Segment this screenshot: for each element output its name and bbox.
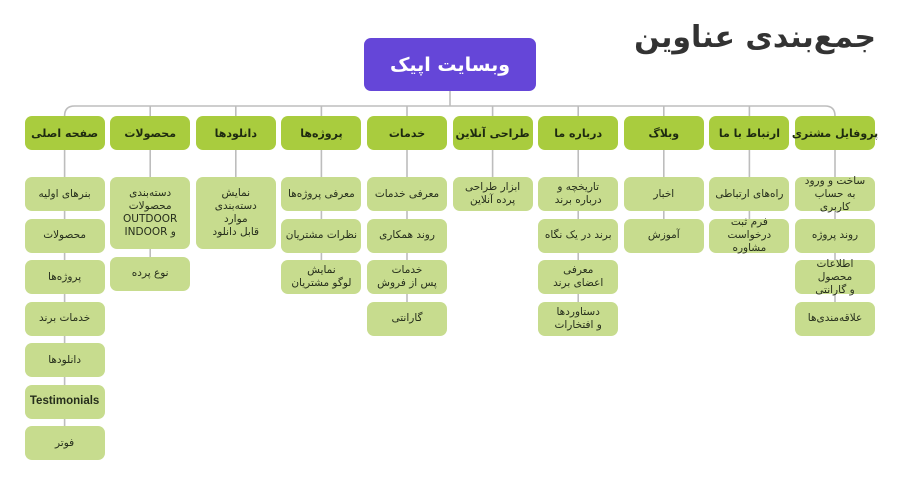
subpage-node: نظرات مشتریان	[281, 218, 362, 253]
category-node: محصولات	[110, 116, 191, 150]
subpage-label: نظرات مشتریان	[285, 229, 358, 241]
subpage-node: دانلودها	[24, 343, 105, 377]
subpage-label: دانلودها	[48, 353, 82, 366]
subpage-node: معرفی خدمات	[367, 177, 447, 211]
subpage-node: اخبار	[623, 177, 704, 211]
subpage-node: ساخت و ورود به حساب کاربری	[795, 174, 875, 213]
category-label: ارتباط با ما	[718, 126, 780, 140]
subpage-label: فوتر	[55, 436, 75, 449]
category-label: صفحه اصلی	[31, 126, 99, 140]
subpage-label: آموزش	[647, 229, 680, 241]
subpage-label: روند پروژه	[811, 229, 859, 241]
category-node: دانلودها	[195, 116, 276, 150]
category-label: طراحی آنلاین	[455, 126, 530, 140]
subpage-node: خدمات پس از فروش	[367, 260, 447, 294]
category-node: وبلاگ	[623, 116, 704, 150]
subpage-label: Testimonials	[29, 395, 100, 407]
category-node: صفحه اصلی	[24, 116, 105, 150]
subpage-node: فرم ثبت درخواست مشاوره	[709, 216, 790, 254]
subpage-node: راه‌های ارتباطی	[709, 177, 790, 211]
subpage-node: برند در یک نگاه	[538, 218, 619, 253]
subpage-node: معرفی پروژه‌ها	[281, 177, 362, 211]
subpage-node: پروژه‌ها	[24, 260, 105, 294]
category-label: وبلاگ	[648, 126, 680, 140]
subpage-label: بنرهای اولیه	[38, 187, 91, 200]
bus-connector	[63, 105, 836, 117]
subpage-label: پروژه‌ها	[48, 270, 82, 283]
subpage-node: خدمات برند	[24, 301, 105, 336]
subpage-node: علاقه‌مندی‌ها	[795, 301, 875, 336]
subpage-label: معرفی خدمات	[374, 187, 440, 200]
subpage-node: تاریخچه و درباره برند	[538, 177, 619, 211]
category-label: پروفایل مشتری	[791, 126, 879, 140]
subpage-label: خدمات پس از فروش	[377, 264, 437, 289]
subpage-label: محصولات	[43, 229, 86, 241]
subpage-label: دسته‌بندی محصولات OUTDOOR و INDOOR	[123, 187, 178, 238]
subpage-label: ساخت و ورود به حساب کاربری	[804, 174, 866, 213]
category-label: درباره ما	[554, 126, 603, 140]
subpage-label: نوع پرده	[131, 267, 169, 279]
subpage-label: معرفی پروژه‌ها	[288, 187, 355, 200]
subpage-label: معرفی اعضای برند	[553, 264, 604, 289]
subpage-label: گارانتی	[391, 312, 423, 324]
root-node: وبسایت اپیک	[364, 38, 536, 91]
category-node: ارتباط با ما	[709, 116, 790, 150]
subpage-node: Testimonials	[24, 384, 105, 419]
subpage-label: برند در یک نگاه	[544, 229, 612, 241]
subpage-node: دستاوردها و افتخارات	[538, 301, 619, 336]
category-node: پروژه‌ها	[281, 116, 362, 150]
subpage-node: گارانتی	[367, 301, 447, 336]
subpage-node: ابزار طراحی پرده آنلاین	[452, 177, 533, 211]
category-node: طراحی آنلاین	[452, 116, 533, 150]
subpage-node: معرفی اعضای برند	[538, 260, 619, 294]
subpage-node: اطلاعات محصول و گارانتی	[795, 257, 875, 296]
subpage-node: روند پروژه	[795, 218, 875, 253]
subpage-label: نمایش لوگو مشتریان	[291, 264, 352, 289]
subpage-label: تاریخچه و درباره برند	[554, 181, 602, 206]
subpage-label: دستاوردها و افتخارات	[554, 305, 602, 331]
subpage-node: دسته‌بندی محصولات OUTDOOR و INDOOR	[110, 177, 191, 249]
subpage-label: ابزار طراحی پرده آنلاین	[464, 181, 521, 206]
category-node: درباره ما	[538, 116, 619, 150]
subpage-label: راه‌های ارتباطی	[715, 187, 784, 200]
subpage-node: آموزش	[623, 218, 704, 253]
category-node: پروفایل مشتری	[791, 116, 879, 150]
subpage-label: روند همکاری	[379, 229, 435, 241]
subpage-node: نوع پرده	[110, 256, 191, 291]
subpage-label: خدمات برند	[39, 312, 91, 324]
category-label: پروژه‌ها	[300, 126, 343, 140]
page-title: جمع‌بندی عناوین	[634, 20, 877, 55]
subpage-label: اطلاعات محصول و گارانتی	[815, 257, 855, 296]
subpage-label: نمایش دسته‌بندی موارد قابل دانلود	[212, 187, 260, 238]
subpage-node: بنرهای اولیه	[24, 177, 105, 211]
subpage-label: اخبار	[653, 187, 675, 200]
subpage-node: محصولات	[24, 218, 105, 253]
subpage-node: فوتر	[24, 426, 105, 460]
category-node: خدمات	[367, 116, 447, 150]
category-label: دانلودها	[214, 126, 257, 140]
subpage-node: روند همکاری	[367, 218, 447, 253]
subpage-node: نمایش دسته‌بندی موارد قابل دانلود	[195, 177, 276, 249]
subpage-label: فرم ثبت درخواست مشاوره	[727, 216, 772, 254]
subpage-label: علاقه‌مندی‌ها	[807, 312, 863, 324]
subpage-node: نمایش لوگو مشتریان	[281, 260, 362, 294]
category-label: محصولات	[124, 126, 177, 140]
category-label: خدمات	[388, 126, 426, 140]
root-node-label: وبسایت اپیک	[389, 53, 511, 76]
